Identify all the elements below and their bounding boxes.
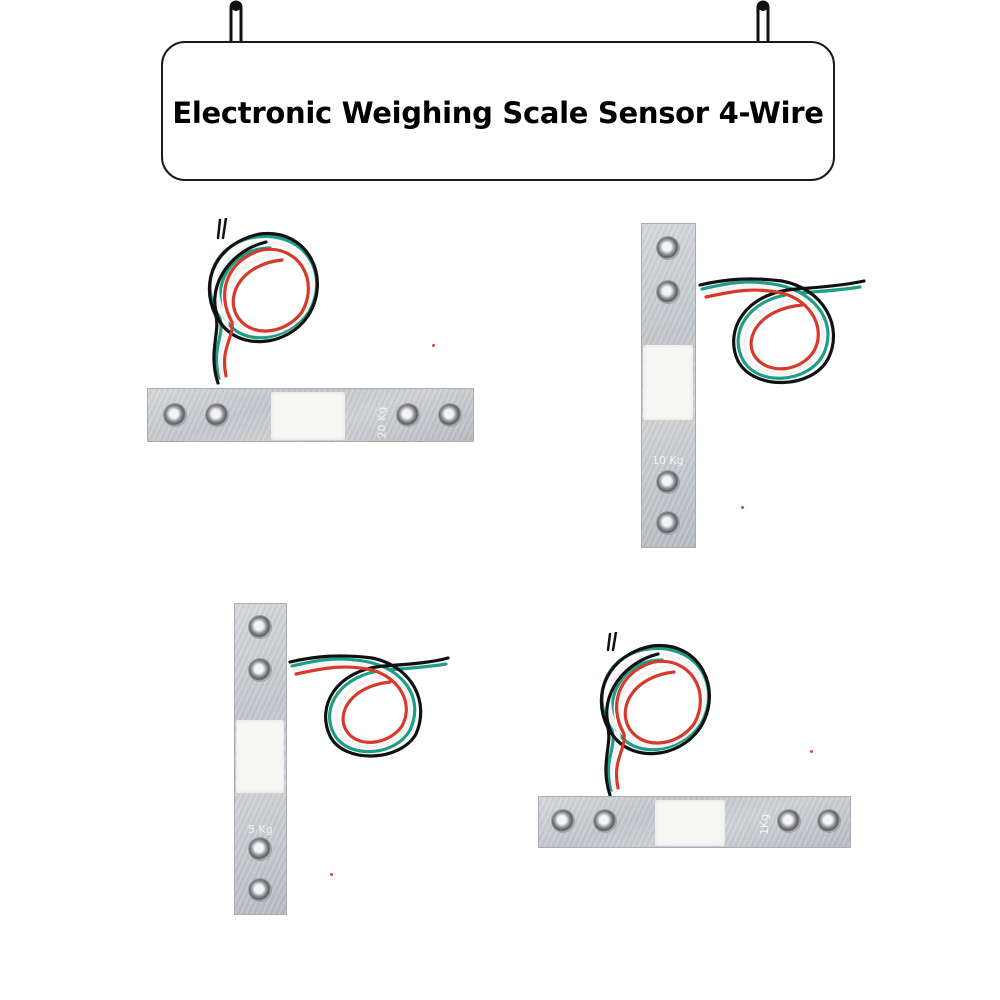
mounting-hole bbox=[249, 879, 271, 901]
mounting-hole bbox=[778, 810, 800, 832]
marker-dot bbox=[330, 873, 333, 876]
title-sign: Electronic Weighing Scale Sensor 4-Wire bbox=[161, 41, 835, 181]
mounting-hole bbox=[552, 810, 574, 832]
page-title: Electronic Weighing Scale Sensor 4-Wire bbox=[172, 96, 824, 130]
rating-label: 20 Kg bbox=[375, 406, 389, 439]
wire-coil-icon bbox=[207, 218, 319, 385]
strain-gauge-pad bbox=[236, 720, 284, 793]
strain-gauge-pad bbox=[655, 800, 725, 846]
mounting-hole bbox=[249, 838, 271, 860]
mounting-hole bbox=[206, 404, 228, 426]
mounting-hole bbox=[657, 512, 679, 534]
mounting-hole bbox=[249, 659, 271, 681]
mounting-hole bbox=[249, 616, 271, 638]
wire-coil-icon bbox=[599, 632, 711, 797]
mounting-hole bbox=[594, 810, 616, 832]
marker-dot bbox=[432, 344, 435, 347]
rating-label: 10 Kg bbox=[652, 454, 684, 467]
mounting-hole bbox=[818, 810, 840, 832]
mounting-hole bbox=[657, 471, 679, 493]
mounting-hole bbox=[657, 237, 679, 259]
wire-coil-icon bbox=[288, 654, 450, 758]
wire-coil-icon bbox=[698, 277, 866, 385]
mounting-hole bbox=[657, 281, 679, 303]
rating-label: 5 Kg bbox=[248, 823, 273, 836]
mounting-hole bbox=[164, 404, 186, 426]
mounting-hole bbox=[439, 404, 461, 426]
marker-dot bbox=[741, 506, 744, 509]
strain-gauge-pad bbox=[271, 392, 345, 440]
rating-label: 1Kg bbox=[758, 813, 772, 836]
mounting-hole bbox=[397, 404, 419, 426]
marker-dot bbox=[810, 750, 813, 753]
strain-gauge-pad bbox=[643, 345, 693, 420]
